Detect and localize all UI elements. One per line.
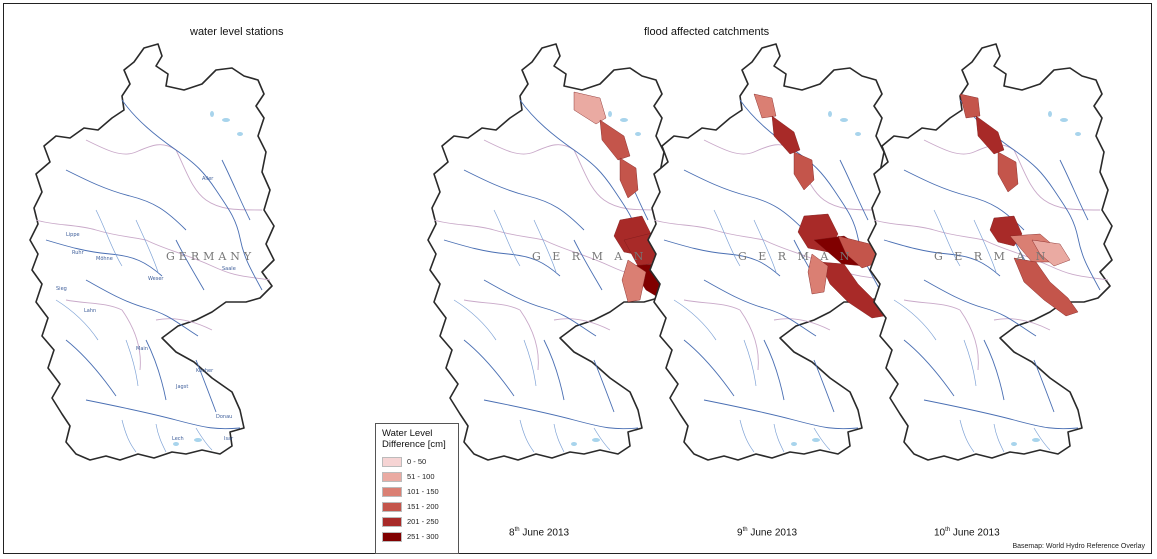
legend-swatch-3 [382, 501, 402, 512]
legend-title: Water Level Difference [cm] [382, 428, 446, 450]
river-label-lech: Lech [172, 436, 184, 442]
right-panel-title: flood affected catchments [644, 26, 770, 38]
river-label-jagst: Jagst [175, 384, 188, 390]
date-label-10-june: 10th June 2013 [934, 527, 1000, 539]
maps-canvas: GERMANY Aller Lippe Ruhr Möhne Sieg Lahn… [29, 43, 1113, 461]
legend-swatch-5 [382, 531, 402, 542]
legend-label-4: 201 - 250 [407, 517, 439, 526]
river-label-weser: Weser [148, 276, 164, 282]
country-label-8-june: G E R M A N [532, 250, 647, 263]
river-label-moehne: Möhne [96, 256, 113, 262]
legend-row: 0 - 50 [382, 454, 452, 469]
flood-catchment-2 [997, 151, 1019, 193]
left-panel-title: water level stations [190, 26, 284, 38]
river-label-lippe: Lippe [66, 232, 80, 238]
map-9-june: G E R M A N [647, 43, 893, 461]
date-label-8-june: 8th June 2013 [509, 527, 570, 539]
figure-frame: water level stations flood affected catc… [3, 3, 1152, 554]
legend-label-0: 0 - 50 [407, 457, 427, 466]
flood-catchment-5 [1013, 257, 1079, 317]
basemap-credit: Basemap: World Hydro Reference Overlay [1012, 543, 1145, 550]
flood-catchment-6 [1031, 239, 1071, 267]
river-label-main: Main [136, 346, 148, 352]
river-label-kocher: Kocher [196, 368, 214, 374]
flood-catchment-2 [793, 151, 815, 191]
legend-row: 201 - 250 [382, 514, 452, 529]
date-label-9-june: 9th June 2013 [737, 527, 798, 539]
legend-swatch-1 [382, 471, 402, 482]
legend-row: 101 - 150 [382, 484, 452, 499]
flood-catchment-6 [621, 259, 647, 303]
flood-catchment-6 [807, 253, 829, 295]
map-10-june: G E R M A N [867, 43, 1113, 461]
flood-catchment-1 [771, 115, 801, 155]
river-label-isar: Isar [224, 436, 234, 442]
flood-catchment-0 [959, 93, 981, 119]
river-label-lahn: Lahn [84, 308, 96, 314]
flood-catchment-0 [753, 93, 777, 119]
flood-catchments-10-june [959, 93, 1079, 317]
legend-label-5: 251 - 300 [407, 532, 439, 541]
country-label-9-june: G E R M A N [738, 250, 853, 263]
legend-row: 251 - 300 [382, 529, 452, 544]
flood-catchments-9-june [753, 93, 885, 319]
legend-row: 151 - 200 [382, 499, 452, 514]
legend-label-3: 151 - 200 [407, 502, 439, 511]
river-label-ruhr: Ruhr [72, 250, 85, 256]
legend-label-2: 101 - 150 [407, 487, 439, 496]
legend-row: 51 - 100 [382, 469, 452, 484]
country-label-left: GERMANY [166, 250, 255, 263]
flood-catchment-1 [599, 119, 631, 161]
country-label-10-june: G E R M A N [934, 250, 1049, 263]
legend-swatch-2 [382, 486, 402, 497]
legend-label-1: 51 - 100 [407, 472, 435, 481]
river-label-aller: Aller [202, 176, 214, 182]
legend: Water Level Difference [cm] 0 - 50 51 - … [375, 423, 459, 554]
river-label-donau: Donau [216, 414, 232, 420]
legend-swatch-0 [382, 456, 402, 467]
legend-swatch-4 [382, 516, 402, 527]
river-label-saale: Saale [222, 266, 236, 272]
flood-catchment-2 [619, 157, 639, 199]
river-label-sieg: Sieg [56, 286, 67, 292]
flood-catchment-1 [975, 115, 1005, 155]
legend-rows: 0 - 50 51 - 100 101 - 150 151 - 200 201 … [382, 454, 452, 544]
map-water-level-stations: GERMANY Aller Lippe Ruhr Möhne Sieg Lahn… [29, 43, 275, 461]
